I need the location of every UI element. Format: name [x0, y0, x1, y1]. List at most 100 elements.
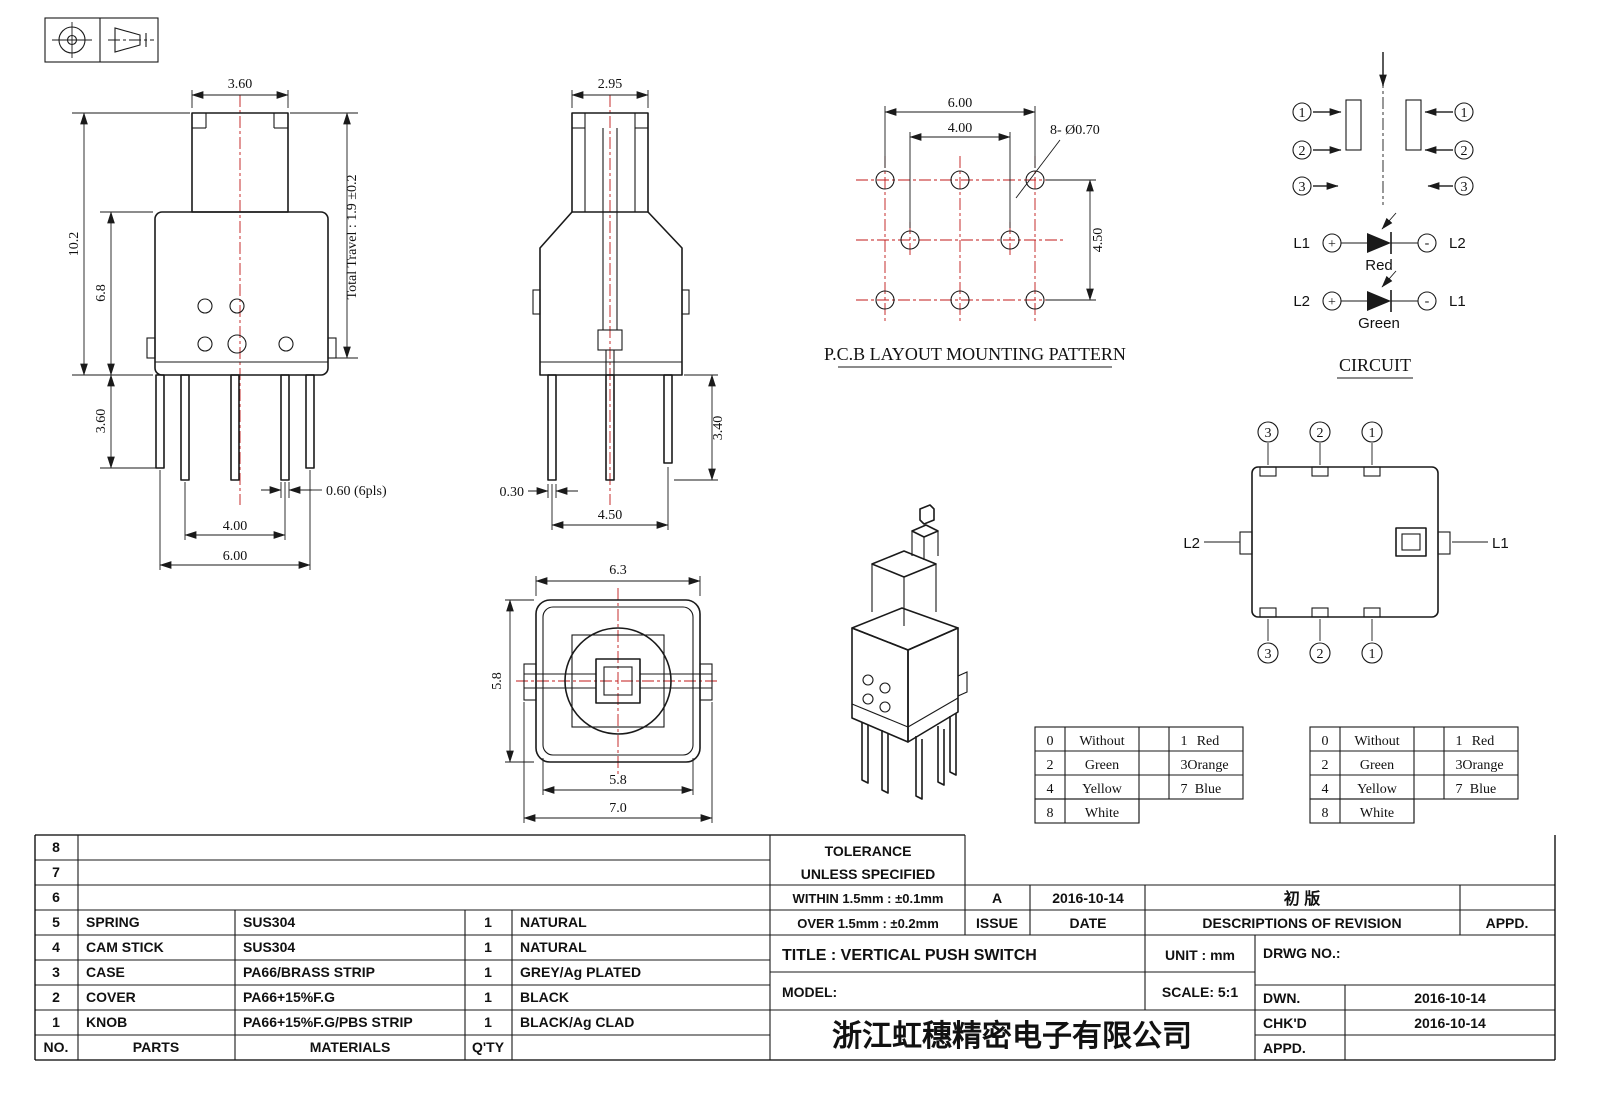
svg-text:4: 4	[52, 939, 60, 955]
title-block: 8 7 6 5 SPRING SUS304 1 NATURAL 4 CAM ST…	[34, 834, 1556, 1061]
dim-bottom-top-width: 6.3	[609, 563, 627, 578]
svg-text:5: 5	[52, 914, 60, 930]
issue-value: A	[992, 890, 1002, 906]
pin-callout-left-1: 1	[1292, 102, 1342, 122]
dim-pcb-hole-callout: 8- Ø0.70	[1050, 123, 1100, 138]
date-label: DATE	[1069, 915, 1106, 931]
dim-pcb-height: 4.50	[1091, 228, 1106, 253]
parts-row-case: 3 CASE PA66/BRASS STRIP 1 GREY/Ag PLATED	[52, 964, 641, 980]
svg-text:7: 7	[1456, 782, 1463, 797]
svg-text:NO.: NO.	[44, 1039, 69, 1055]
parts-row-no: 6	[52, 889, 60, 905]
svg-text:Red: Red	[1472, 734, 1495, 749]
svg-text:KNOB: KNOB	[86, 1014, 127, 1030]
dim-side-pin-width: 0.30	[500, 485, 525, 500]
parts-header-row: NO. PARTS MATERIALS Q'TY	[44, 1039, 505, 1055]
svg-text:Red: Red	[1197, 734, 1220, 749]
svg-text:1: 1	[484, 964, 492, 980]
pin-callout-right-3: 3	[1427, 176, 1474, 196]
svg-text:0: 0	[1322, 734, 1329, 749]
svg-text:PA66/BRASS STRIP: PA66/BRASS STRIP	[243, 964, 375, 980]
parts-row-cover: 2 COVER PA66+15%F.G 1 BLACK	[52, 989, 569, 1005]
svg-text:Without: Without	[1354, 734, 1399, 749]
parts-row-no: 7	[52, 864, 60, 880]
circuit-pin-top-3: 3	[1265, 426, 1272, 441]
svg-text:1: 1	[1181, 734, 1188, 749]
drawing-title: TITLE : VERTICAL PUSH SWITCH	[782, 947, 1037, 964]
svg-text:7: 7	[1181, 782, 1188, 797]
scale-label: SCALE: 5:1	[1162, 984, 1238, 1000]
dim-pcb-inner-width: 4.00	[948, 121, 973, 136]
led-row1-right-label: L2	[1449, 235, 1466, 252]
color-code-table-2: 0 Without 1 Red 2 Green 3 Orange 4 Yello…	[1309, 726, 1519, 824]
svg-text:Orange: Orange	[1187, 758, 1228, 773]
circuit-l2-label: L2	[1183, 535, 1200, 552]
projection-symbol	[44, 17, 159, 63]
svg-text:PA66+15%F.G/PBS STRIP: PA66+15%F.G/PBS STRIP	[243, 1014, 413, 1030]
svg-text:+: +	[1328, 295, 1336, 310]
pin-callout-left-3: 3	[1292, 176, 1339, 196]
pin-callout-right-1: 1	[1424, 102, 1474, 122]
svg-text:GREY/Ag PLATED: GREY/Ag PLATED	[520, 964, 641, 980]
dim-bottom-outer-width: 7.0	[609, 801, 627, 816]
svg-text:NATURAL: NATURAL	[520, 939, 587, 955]
svg-text:0: 0	[1047, 734, 1054, 749]
svg-text:1: 1	[484, 1014, 492, 1030]
svg-text:CASE: CASE	[86, 964, 125, 980]
led-polarity-diagram: L1 + - L2 Red L2 + - L1 Green	[1293, 212, 1466, 332]
svg-text:CAM STICK: CAM STICK	[86, 939, 164, 955]
dim-total-travel: Total Travel : 1.9 ±0.2	[345, 175, 360, 300]
svg-text:PA66+15%F.G: PA66+15%F.G	[243, 989, 335, 1005]
svg-text:+: +	[1328, 237, 1336, 252]
svg-text:Green: Green	[1085, 758, 1119, 773]
svg-text:1: 1	[1299, 106, 1306, 121]
dim-pcb-width: 6.00	[948, 96, 973, 111]
descriptions-label: DESCRIPTIONS OF REVISION	[1202, 915, 1401, 931]
svg-text:MATERIALS: MATERIALS	[310, 1039, 391, 1055]
circuit-pin-top-1: 1	[1369, 426, 1376, 441]
svg-text:Without: Without	[1079, 734, 1124, 749]
pin-callout-right-2: 2	[1424, 140, 1474, 160]
side-view: 2.95 3.40 0.30 4.50	[500, 77, 726, 530]
svg-text:3: 3	[1456, 758, 1463, 773]
svg-text:8: 8	[1047, 806, 1054, 821]
tolerance-line2: UNLESS SPECIFIED	[801, 866, 936, 882]
led-row2-right-label: L1	[1449, 293, 1466, 310]
circuit-view: CIRCUIT 3 2 1 3 2 1 L2 L1	[1183, 355, 1509, 664]
parts-row-cam-stick: 4 CAM STICK SUS304 1 NATURAL	[52, 939, 587, 955]
svg-text:PARTS: PARTS	[133, 1039, 179, 1055]
svg-text:SUS304: SUS304	[243, 939, 295, 955]
led-diode-icon	[1367, 233, 1391, 253]
dim-pin-width: 0.60 (6pls)	[326, 484, 387, 499]
svg-text:Q'TY: Q'TY	[472, 1039, 505, 1055]
svg-text:-: -	[1425, 294, 1430, 309]
circuit-pin-bottom-1: 1	[1369, 647, 1376, 662]
unit-label: UNIT : mm	[1165, 947, 1235, 963]
svg-text:Green: Green	[1360, 758, 1394, 773]
led-green-label: Green	[1358, 315, 1400, 332]
circuit-pin-bottom-3: 3	[1265, 647, 1272, 662]
svg-text:-: -	[1425, 236, 1430, 251]
dim-bottom-inner-width: 5.8	[609, 773, 627, 788]
circuit-caption: CIRCUIT	[1339, 355, 1411, 375]
svg-text:White: White	[1085, 806, 1119, 821]
drwg-no-label: DRWG NO.:	[1263, 945, 1341, 961]
issue-label: ISSUE	[976, 915, 1018, 931]
dim-side-total-width: 4.50	[598, 508, 623, 523]
dim-front-outer-pitch: 6.00	[223, 549, 248, 564]
svg-text:2: 2	[1299, 144, 1306, 159]
parts-row-no: 8	[52, 839, 60, 855]
chkd-label: CHK'D	[1263, 1015, 1307, 1031]
svg-text:2: 2	[52, 989, 60, 1005]
svg-text:Yellow: Yellow	[1357, 782, 1398, 797]
chkd-date: 2016-10-14	[1414, 1015, 1486, 1031]
svg-text:1: 1	[1461, 106, 1468, 121]
svg-text:SUS304: SUS304	[243, 914, 295, 930]
circuit-l1-label: L1	[1492, 535, 1509, 552]
svg-text:Orange: Orange	[1462, 758, 1503, 773]
svg-text:2: 2	[1322, 758, 1329, 773]
svg-text:COVER: COVER	[86, 989, 136, 1005]
svg-text:2: 2	[1461, 144, 1468, 159]
